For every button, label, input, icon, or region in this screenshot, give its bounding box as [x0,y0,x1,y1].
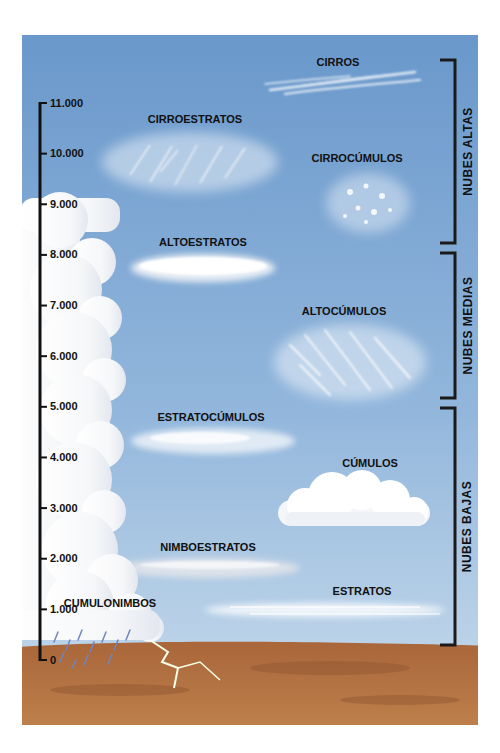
altitude-value: 9.000 [50,198,78,211]
altitude-value: 1.000 [50,603,78,616]
scale-tick [40,608,47,610]
cloud-name: ALTOCÚMULOS [302,305,387,318]
cirrus-cloud [265,72,420,94]
altitude-value: 7.000 [50,299,78,312]
cloud-name: CIRROS [317,56,360,69]
altitude-value: 6.000 [50,350,78,363]
cloud-name: NIMBOESTRATOS [160,541,256,554]
cloud-name: CÚMULOS [342,457,398,470]
altitude-value: 3.000 [50,502,78,515]
cloud-name: ALTOESTRATOS [159,236,247,249]
altitude-value: 8.000 [50,248,78,261]
height-group: NUBES BAJAS [461,480,474,572]
cirrostratus-cloud [102,132,278,192]
rain [54,630,130,668]
altocumulus-cloud [274,324,426,400]
height-group: NUBES ALTAS [461,107,474,196]
stratocumulus-cloud [131,428,295,454]
cumulus-cloud [278,470,430,526]
lightning [150,640,178,688]
scale-tick [40,355,47,357]
cloud-name: ESTRATOCÚMULOS [157,411,264,424]
altitude-value: 11.000 [50,97,83,110]
altitude-value: 4.000 [50,451,78,464]
scale-tick [40,305,47,307]
altitude-value: 10.000 [50,147,84,160]
altitude-scale [39,102,42,661]
scale-tick [40,254,47,256]
altitude-value: 2.000 [50,552,78,565]
altostratus-cloud [131,254,275,282]
stratus-cloud [205,603,445,617]
cumulonimbus-cloud [22,192,164,642]
scale-tick [40,558,47,560]
scale-tick [40,456,47,458]
height-group: NUBES MEDIAS [461,276,474,374]
altitude-value: 5.000 [50,400,78,413]
cloud-name: ESTRATOS [333,585,392,598]
lightning-branch [178,662,220,680]
scale-tick [40,153,47,155]
cirrocumulus-cloud [326,173,410,233]
height-brackets [440,60,455,645]
cloud-name: CUMULONIMBOS [64,597,156,610]
cloud-name: CIRROCÚMULOS [311,152,402,165]
cloud-name: CIRROESTRATOS [148,113,242,126]
scale-tick [40,659,47,661]
scale-ticks [40,103,47,660]
nimbostratus-cloud [116,558,300,578]
scale-tick [40,102,47,104]
altitude-value: 0 [50,654,56,667]
scale-tick [40,203,47,205]
scale-tick [40,406,47,408]
ground [22,642,478,725]
scale-tick [40,507,47,509]
ground-patches [50,661,460,705]
